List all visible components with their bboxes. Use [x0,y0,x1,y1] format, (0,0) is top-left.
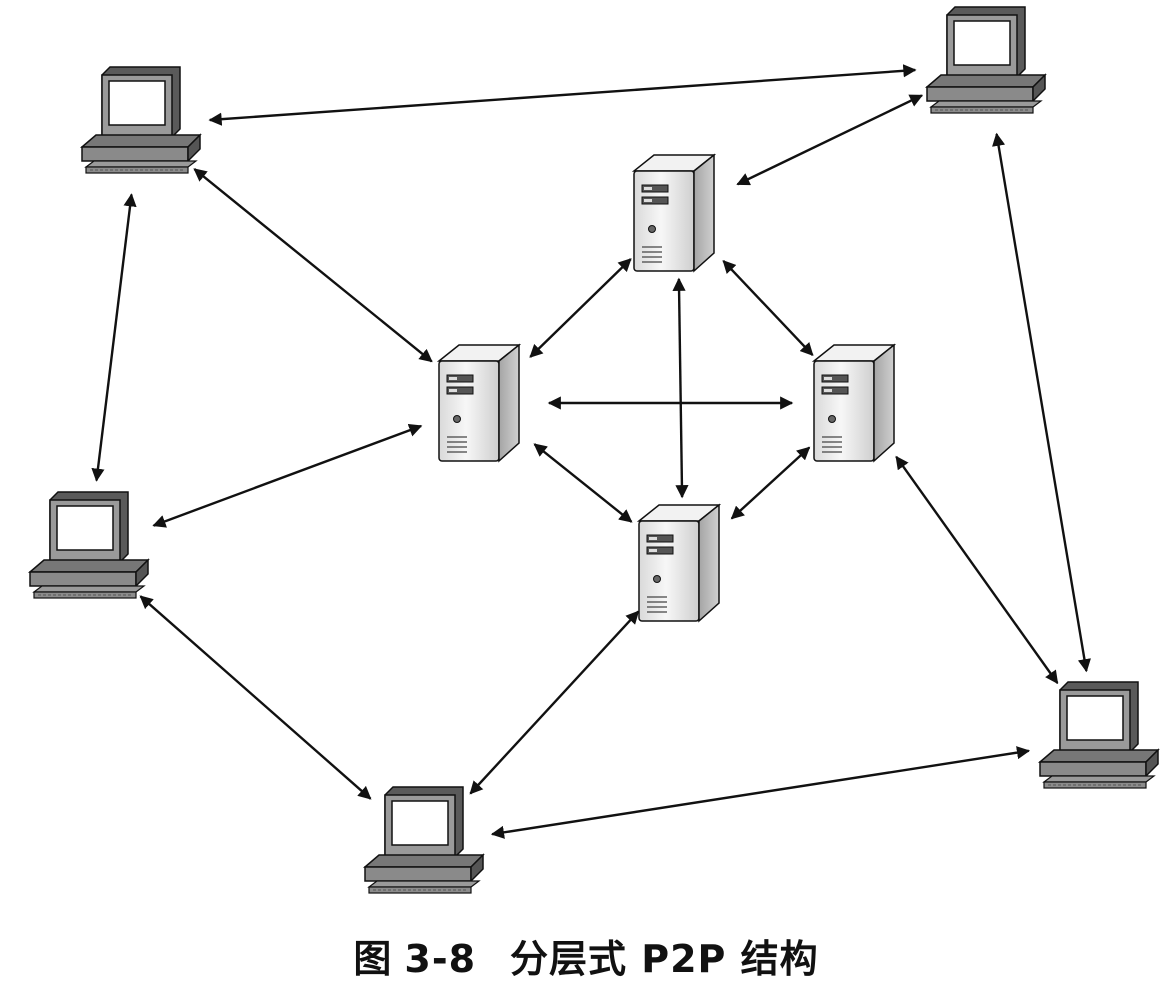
links-layer [91,64,1091,839]
link-client-bottom-center-to-client-bottom-right [490,746,1031,839]
link-client-top-left-to-server-left [193,168,433,363]
server-top server-tower-icon [631,153,717,273]
hierarchical-p2p-diagram [27,6,1160,894]
link-client-top-left-to-client-top-right [208,64,917,126]
server-left server-tower-icon [436,343,522,463]
link-server-top-to-server-bottom [672,277,689,499]
link-server-top-to-server-left [529,258,632,358]
link-server-left-to-server-bottom [533,443,633,523]
link-server-top-to-server-right [722,259,814,357]
nodes-layer [27,6,1160,894]
caption-prefix: 图 [353,937,393,981]
link-client-top-right-to-client-bottom-right [992,132,1091,673]
link-server-bottom-to-client-bottom-center [469,610,640,795]
link-client-top-left-to-client-middle-left [91,193,137,482]
link-server-right-to-server-bottom [730,446,811,520]
server-right server-tower-icon [811,343,897,463]
client-middle-left desktop-computer-icon [27,491,150,599]
link-server-right-to-client-bottom-right [895,455,1059,685]
link-server-left-to-client-middle-left [152,423,423,528]
client-bottom-right desktop-computer-icon [1037,681,1160,789]
link-client-middle-left-to-client-bottom-center [139,595,372,800]
server-bottom server-tower-icon [636,503,722,623]
client-top-left desktop-computer-icon [79,66,202,174]
client-bottom-center desktop-computer-icon [362,786,485,894]
caption-title: 分层式 P2P 结构 [510,937,819,981]
client-top-right desktop-computer-icon [924,6,1047,114]
caption-number: 3-8 [404,937,477,981]
link-client-top-right-to-server-top [736,94,924,186]
